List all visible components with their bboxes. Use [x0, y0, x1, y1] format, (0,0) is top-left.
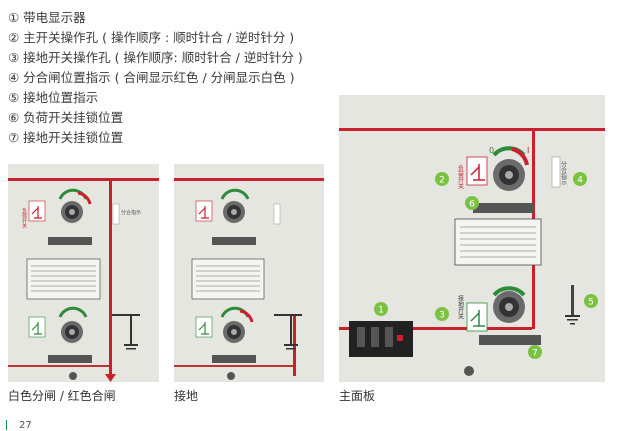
marker-layer: 1 2 3 4 5 6 7	[374, 172, 598, 359]
marker-1: 1	[374, 302, 388, 316]
marker-7: 7	[528, 345, 542, 359]
list-item: ③ 接地开关操作孔 ( 操作顺序: 顺时针合 / 逆时针分 )	[8, 50, 303, 65]
list-item: ④ 分合闸位置指示 ( 合闸显示红色 / 分闸显示白色 )	[8, 70, 295, 85]
caption-right: 主面板	[339, 389, 376, 403]
page-number-bar	[6, 420, 7, 430]
caption-left: 白色分闸 / 红色合闸	[8, 389, 116, 403]
photo-panel-left: 负荷开关 分合指示	[8, 164, 159, 382]
caption-middle: 接地	[174, 389, 199, 403]
page-number-text: 27	[19, 420, 32, 431]
marker-2: 2	[435, 172, 449, 186]
photo-panel-middle	[174, 164, 324, 382]
list-item: ⑦ 接地开关挂锁位置	[8, 130, 124, 145]
marker-5: 5	[584, 294, 598, 308]
dial-zero-label: 0	[489, 146, 494, 155]
marker-6: 6	[465, 196, 479, 210]
marker-4: 4	[573, 172, 587, 186]
list-item: ⑤ 接地位置指示	[8, 90, 99, 105]
position-indicator-label: 分合指示	[560, 160, 567, 185]
svg-text:6: 6	[469, 200, 475, 210]
list-item: ⑥ 负荷开关挂锁位置	[8, 110, 124, 125]
list-item: ② 主开关操作孔 ( 操作顺序 : 顺时针合 / 逆时针分 )	[8, 30, 295, 45]
svg-text:7: 7	[532, 349, 538, 359]
load-switch-label: 负荷开关	[21, 207, 27, 229]
list-item: ① 带电显示器	[8, 10, 86, 25]
photo-panel-main: 负荷开关 0 I 分合指示 接地开关	[339, 95, 605, 382]
feature-list: ① 带电显示器 ② 主开关操作孔 ( 操作顺序 : 顺时针合 / 逆时针分 ) …	[8, 8, 303, 148]
svg-text:1: 1	[378, 306, 384, 316]
load-switch-vertical-label: 负荷开关	[457, 164, 464, 190]
svg-text:4: 4	[577, 176, 583, 186]
dial-one-label: I	[527, 146, 529, 155]
svg-text:5: 5	[588, 298, 594, 308]
marker-3: 3	[435, 307, 449, 321]
svg-text:2: 2	[439, 176, 445, 186]
page-number: 27	[6, 420, 32, 431]
earth-switch-vertical-label: 接地开关	[457, 294, 464, 320]
svg-text:3: 3	[439, 311, 445, 321]
svg-text:分合指示: 分合指示	[121, 209, 141, 216]
